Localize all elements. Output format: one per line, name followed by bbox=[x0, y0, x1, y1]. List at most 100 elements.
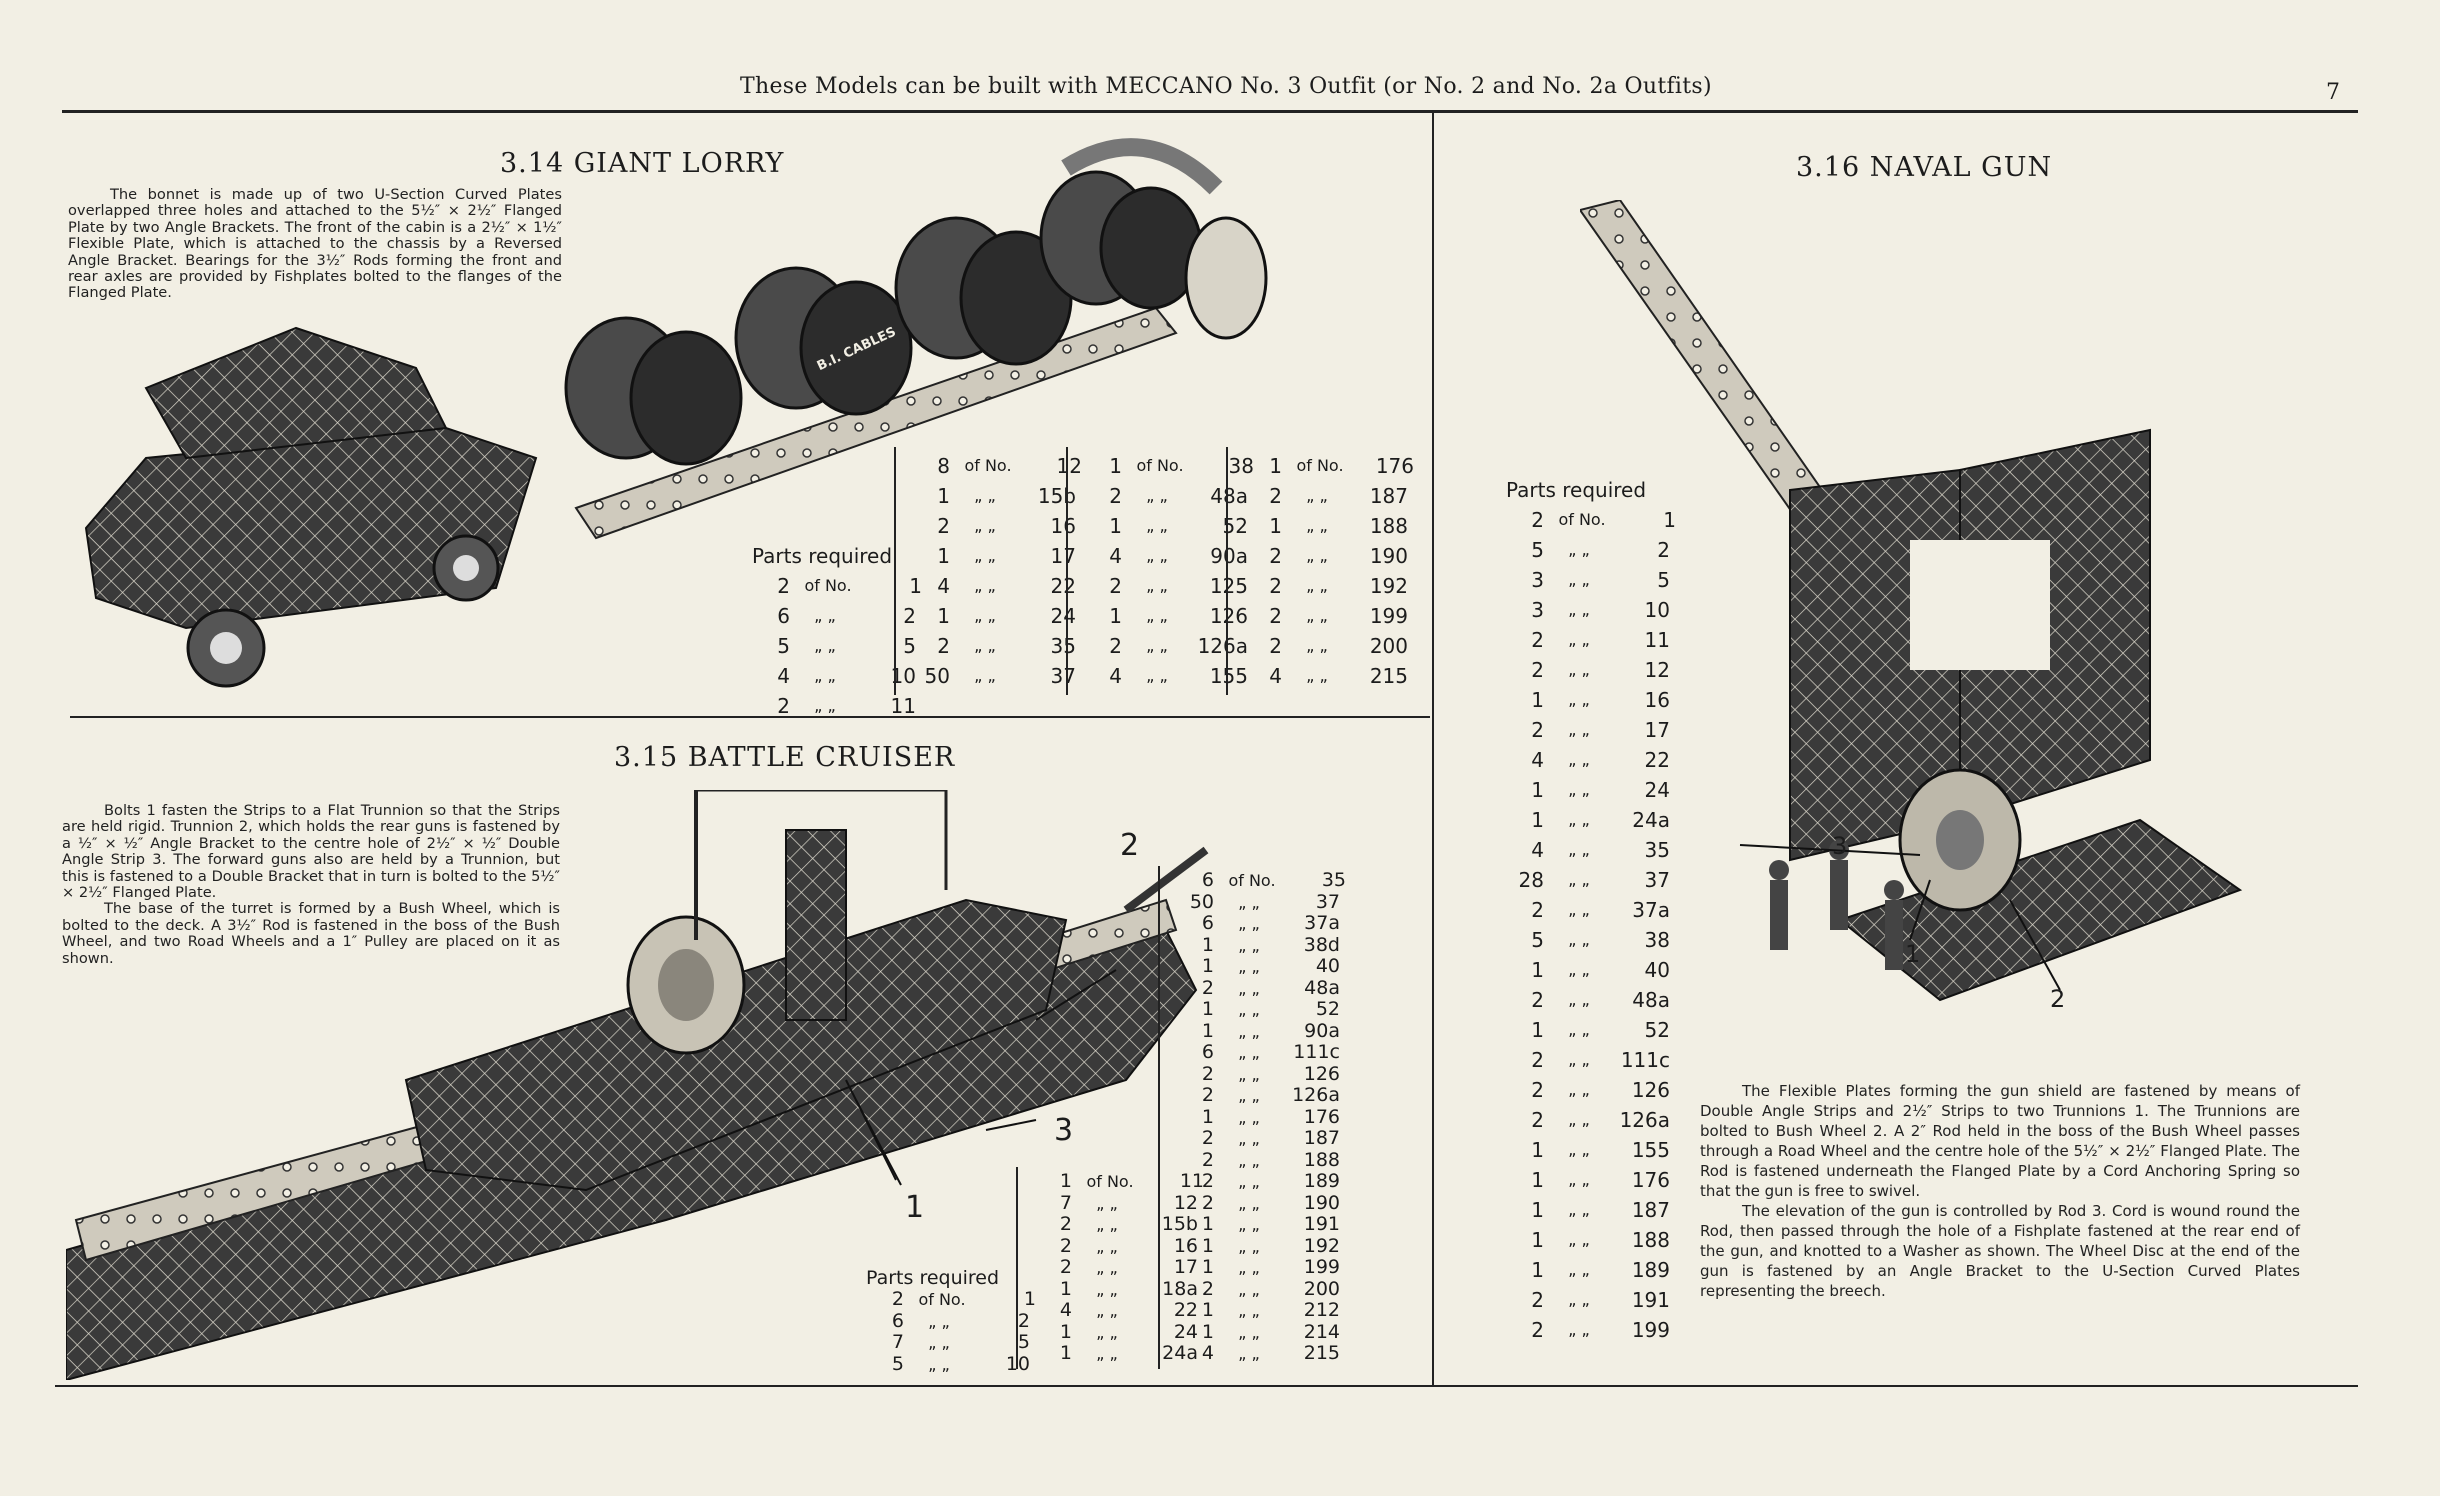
part-quantity: 28 bbox=[1518, 868, 1544, 892]
parts-row: 2„ „200 bbox=[1176, 1278, 1346, 1301]
part-quantity: 2 bbox=[1531, 1048, 1544, 1072]
part-number: 38d bbox=[1303, 933, 1340, 956]
part-quantity: 1 bbox=[1201, 1234, 1214, 1257]
column-divider bbox=[1158, 866, 1160, 1369]
leader-line bbox=[2009, 899, 2061, 991]
parts-row: 1„ „189 bbox=[1506, 1255, 1676, 1285]
gun-shield-right bbox=[1959, 428, 2151, 822]
of-no-label: of No. bbox=[964, 456, 1012, 475]
parts-row: 1„ „40 bbox=[1176, 955, 1346, 978]
part-quantity: 2 bbox=[777, 694, 790, 718]
deck bbox=[404, 898, 1068, 1192]
part-number: 200 bbox=[1369, 634, 1408, 658]
gun-barrel bbox=[1123, 846, 1209, 914]
part-number: 2 bbox=[1657, 538, 1670, 562]
ditto-marks: „ „ bbox=[1568, 960, 1590, 979]
part-quantity: 2 bbox=[1201, 1191, 1214, 1214]
column-divider bbox=[1432, 113, 1434, 1385]
ditto-marks: „ „ bbox=[1238, 935, 1260, 955]
parts-row: 2„ „188 bbox=[1176, 1149, 1346, 1172]
part-number: 11 bbox=[1644, 628, 1670, 652]
part-number: 10 bbox=[1644, 598, 1670, 622]
part-number: 38 bbox=[1644, 928, 1670, 952]
page-number: 7 bbox=[2326, 80, 2340, 105]
ditto-marks: „ „ bbox=[814, 636, 836, 655]
part-number: 187 bbox=[1303, 1127, 1340, 1149]
part-quantity: 2 bbox=[1201, 1170, 1214, 1192]
ditto-marks: „ „ bbox=[974, 636, 996, 655]
ditto-marks: „ „ bbox=[1096, 1301, 1118, 1320]
leader-line bbox=[1739, 844, 1921, 856]
part-quantity: 4 bbox=[1109, 664, 1122, 688]
parts-row: 5„ „2 bbox=[1506, 535, 1676, 565]
ditto-marks: „ „ bbox=[1306, 606, 1328, 625]
callout-1: 1 bbox=[1905, 940, 1921, 968]
part-quantity: 6 bbox=[891, 1309, 904, 1332]
part-quantity: 2 bbox=[1059, 1234, 1072, 1257]
ditto-marks: „ „ bbox=[1306, 486, 1328, 505]
ditto-marks: „ „ bbox=[1238, 1258, 1260, 1277]
parts-row: 6„ „2 bbox=[866, 1309, 1036, 1333]
parts-row: 4„ „22 bbox=[912, 571, 1082, 601]
part-number: 22 bbox=[1644, 748, 1670, 772]
parts-row: 5„ „38 bbox=[1506, 925, 1676, 955]
cruiser-paragraph: The base of the turret is formed by a Bu… bbox=[62, 900, 560, 967]
ditto-marks: „ „ bbox=[1568, 810, 1590, 829]
parts-row: 1„ „18a bbox=[1034, 1278, 1204, 1301]
part-number: 176 bbox=[1631, 1168, 1670, 1192]
part-quantity: 2 bbox=[1531, 1108, 1544, 1132]
ditto-marks: „ „ bbox=[1238, 1107, 1260, 1127]
footer-rule bbox=[55, 1385, 2358, 1387]
ditto-marks: „ „ bbox=[1096, 1279, 1118, 1299]
parts-row: 4„ „215 bbox=[1244, 661, 1414, 691]
of-no-label: of No. bbox=[918, 1290, 966, 1310]
part-number: 126 bbox=[1303, 1062, 1340, 1085]
part-number: 24 bbox=[1050, 604, 1076, 628]
ditto-marks: „ „ bbox=[1568, 930, 1590, 949]
parts-required-label: Parts required bbox=[1506, 478, 1647, 502]
part-quantity: 1 bbox=[937, 484, 950, 508]
part-quantity: 1 bbox=[1059, 1342, 1072, 1364]
ditto-marks: „ „ bbox=[1568, 1200, 1590, 1219]
part-quantity: 2 bbox=[1269, 604, 1282, 628]
gun-paragraph: The elevation of the gun is controlled b… bbox=[1700, 1202, 2300, 1300]
part-quantity: 1 bbox=[1109, 454, 1122, 478]
part-quantity: 2 bbox=[1531, 658, 1544, 682]
parts-row: 4„ „10 bbox=[752, 661, 922, 691]
parts-row: 3„ „5 bbox=[1506, 565, 1676, 595]
part-quantity: 4 bbox=[1201, 1342, 1214, 1364]
part-number: 192 bbox=[1369, 574, 1408, 598]
part-quantity: 1 bbox=[1531, 958, 1544, 982]
ditto-marks: „ „ bbox=[1238, 1193, 1260, 1213]
parts-required-label: Parts required bbox=[866, 1266, 1000, 1289]
ditto-marks: „ „ bbox=[1238, 1021, 1260, 1041]
ditto-marks: „ „ bbox=[1238, 1279, 1260, 1299]
ditto-marks: „ „ bbox=[1238, 914, 1260, 933]
parts-row: 2„ „189 bbox=[1176, 1170, 1346, 1193]
part-number: 12 bbox=[1644, 658, 1670, 682]
parts-row: 2„ „16 bbox=[912, 511, 1082, 541]
part-number: 189 bbox=[1303, 1170, 1340, 1192]
ditto-marks: „ „ bbox=[974, 486, 996, 505]
parts-row: 2„ „126a bbox=[1176, 1084, 1346, 1107]
parts-row: 1„ „16 bbox=[1506, 685, 1676, 715]
part-quantity: 2 bbox=[1109, 634, 1122, 658]
ditto-marks: „ „ bbox=[1568, 750, 1590, 769]
parts-row: 1„ „188 bbox=[1244, 511, 1414, 541]
part-quantity: 2 bbox=[937, 634, 950, 658]
parts-row: 2„ „48a bbox=[1176, 977, 1346, 1000]
parts-row: 1„ „52 bbox=[1084, 511, 1254, 541]
part-number: 22 bbox=[1050, 574, 1076, 598]
part-quantity: 3 bbox=[1531, 568, 1544, 592]
parts-row: 2„ „11 bbox=[752, 691, 922, 721]
part-quantity: 2 bbox=[1269, 634, 1282, 658]
part-number: 90a bbox=[1210, 544, 1248, 568]
figures bbox=[1769, 840, 1904, 970]
part-quantity: 1 bbox=[1531, 1018, 1544, 1042]
column-divider bbox=[1226, 447, 1228, 695]
part-quantity: 2 bbox=[1201, 1084, 1214, 1106]
part-quantity: 6 bbox=[1201, 869, 1214, 891]
